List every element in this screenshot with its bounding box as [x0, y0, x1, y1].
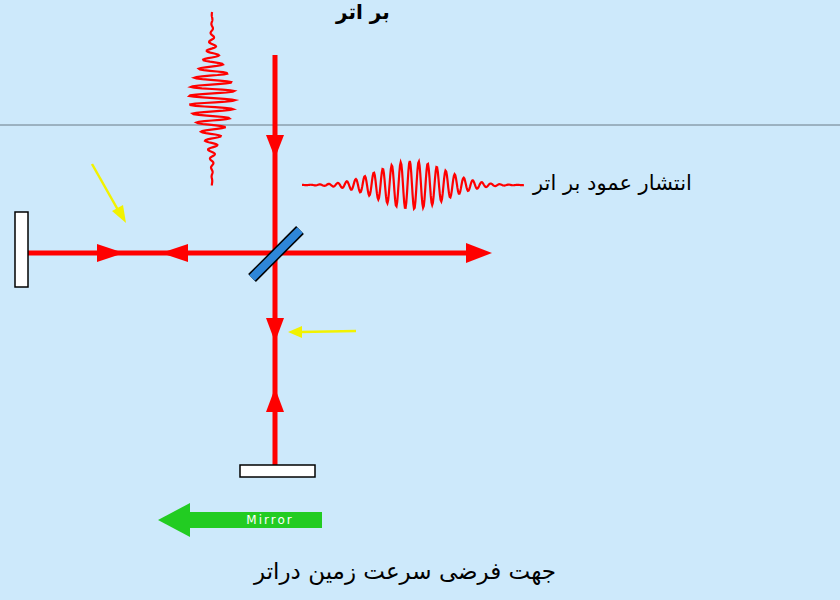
propagation-label: انتشار عمود بر اتر — [533, 171, 692, 196]
velocity-arrow — [186, 512, 322, 528]
beam-arrowhead — [161, 244, 188, 262]
beam-arrowhead — [266, 318, 284, 342]
beam-arrowhead — [97, 244, 124, 262]
velocity-arrowhead — [158, 503, 190, 537]
wave-packet — [302, 161, 524, 209]
beam-arrowhead — [266, 135, 284, 158]
pointer-arrowhead — [112, 205, 126, 223]
divider-line — [0, 125, 840, 126]
pointer-arrow — [92, 164, 118, 210]
beam-arrowhead — [266, 388, 284, 412]
horizontal-beam — [28, 251, 478, 256]
pointer-arrowhead — [288, 326, 302, 338]
left-mirror — [15, 212, 28, 287]
bottom-mirror — [240, 465, 315, 477]
beam-arrowhead — [466, 243, 492, 263]
title: بر اتر — [336, 0, 390, 24]
wave-packet — [189, 12, 235, 186]
velocity-caption: جهت فرضی سرعت زمین دراتر — [254, 558, 556, 586]
beam-splitter-edge — [252, 230, 300, 278]
beam-splitter — [252, 230, 300, 278]
mirror-label: Mirror — [246, 513, 293, 527]
pointer-arrow — [300, 331, 356, 332]
